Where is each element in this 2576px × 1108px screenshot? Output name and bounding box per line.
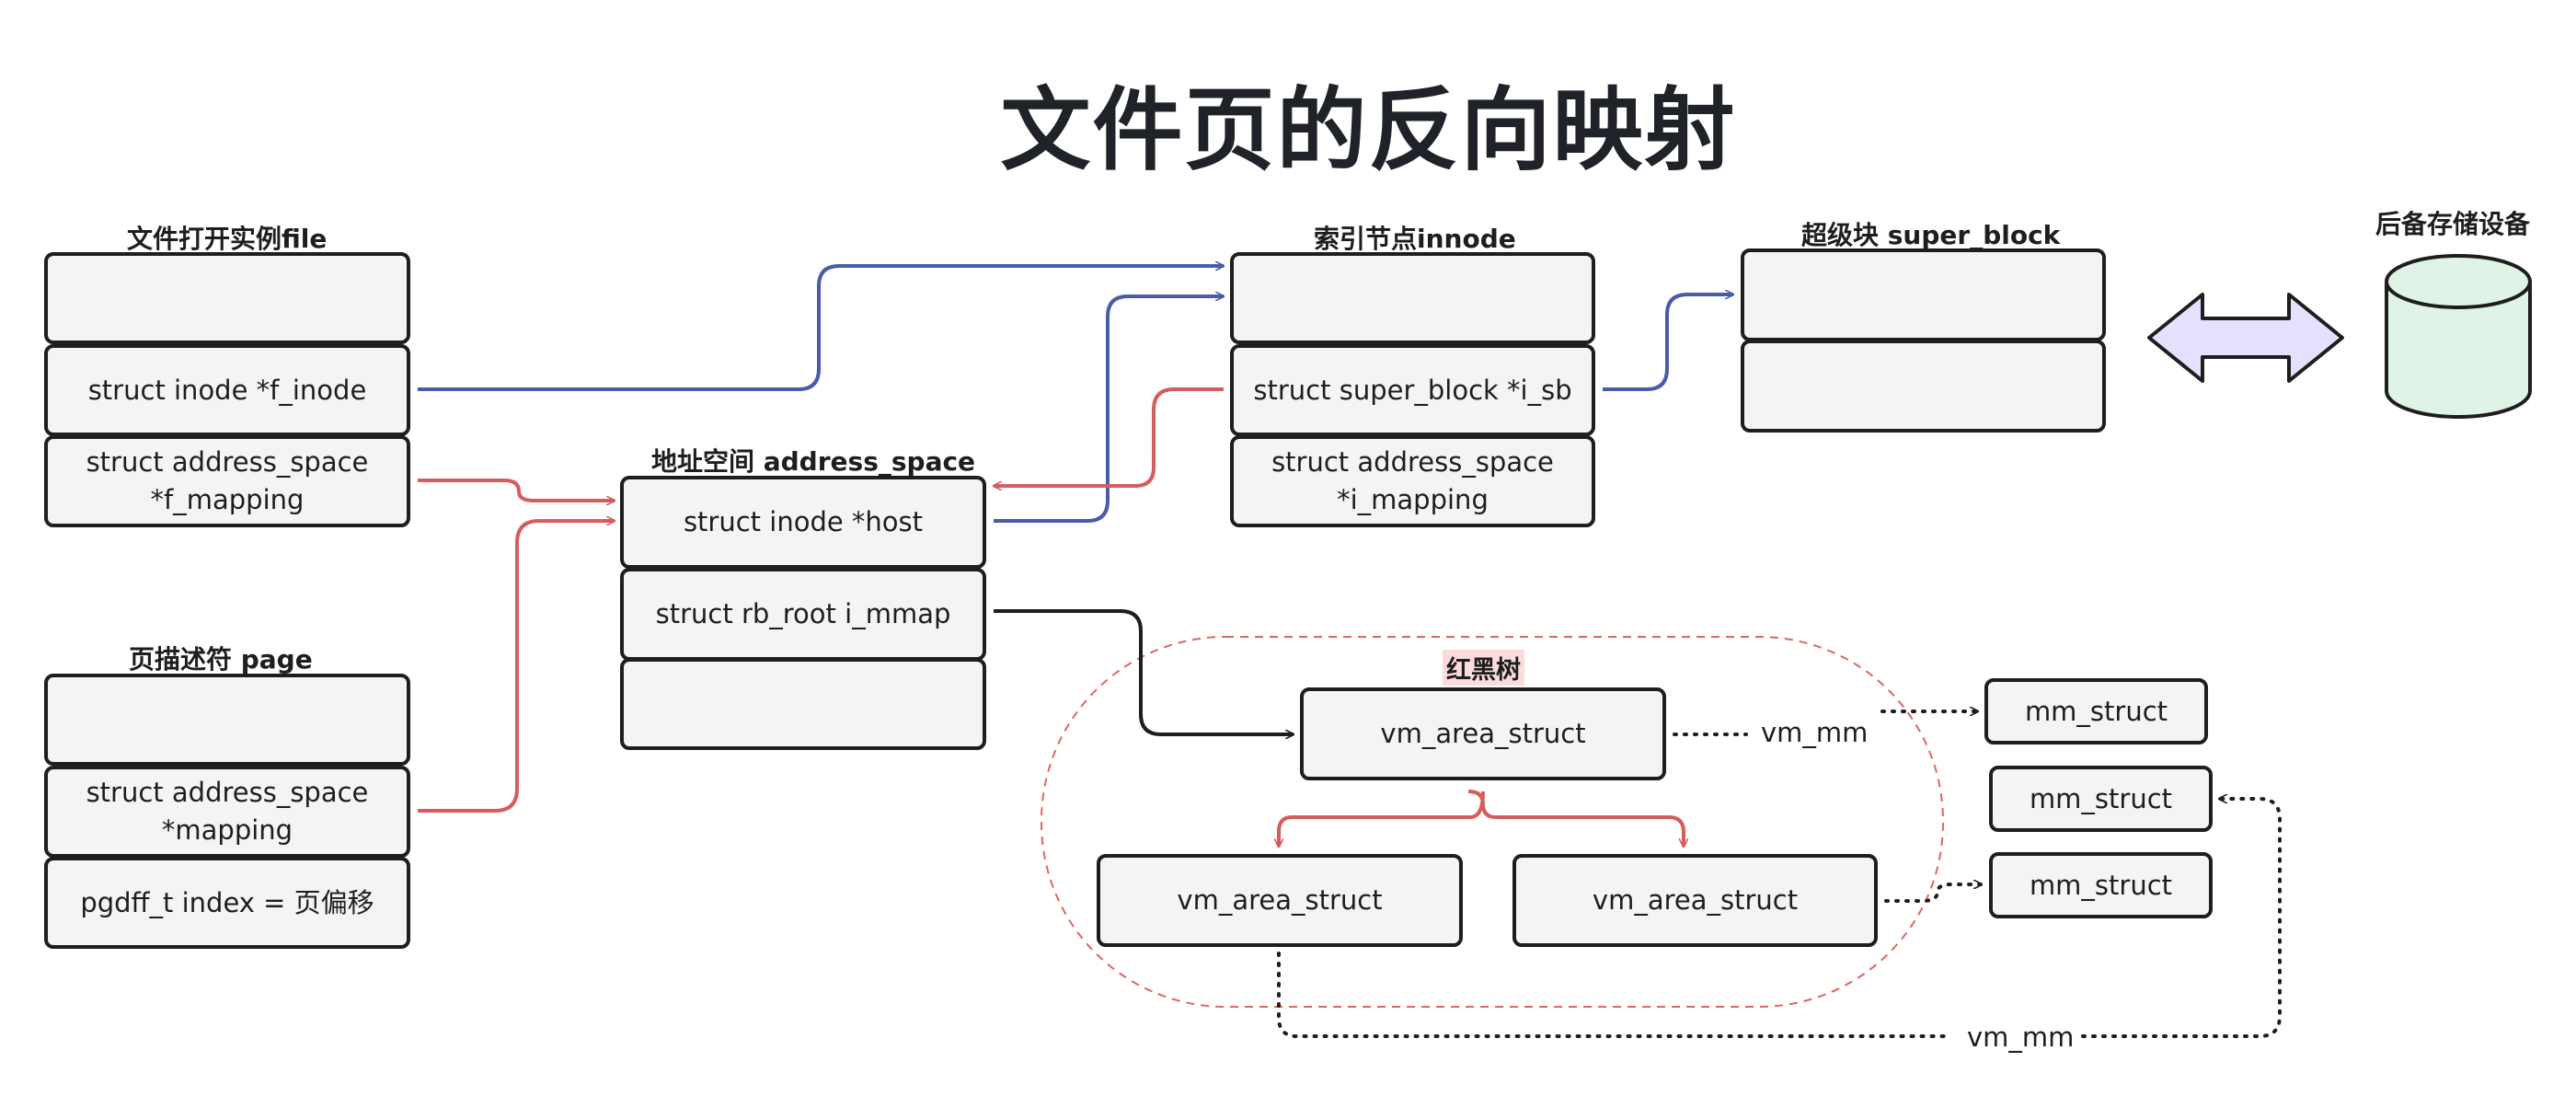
storage-cylinder-icon <box>2385 254 2532 419</box>
link-left-vm-mm <box>1277 952 1952 1038</box>
storage-heading: 后备存储设备 <box>2375 209 2531 239</box>
vm-area-root: vm_area_struct <box>1300 687 1666 780</box>
file-field-f-inode: struct inode *f_inode <box>44 344 410 436</box>
file-heading: 文件打开实例file <box>127 224 328 254</box>
link-left-vm-mm-arrow <box>2081 799 2282 1038</box>
link-page-mapping-to-address-space <box>418 521 615 813</box>
inode-heading: 索引节点innode <box>1314 224 1516 254</box>
link-f-mapping-to-address-space <box>418 479 615 501</box>
page-field-empty <box>44 674 410 766</box>
file-field-f-mapping: struct address_space *f_mapping <box>44 435 410 527</box>
vm-mm-label-top: vm_mm <box>1755 717 1874 748</box>
address-space-heading: 地址空间 address_space <box>651 446 976 477</box>
page-title: 文件页的反向映射 <box>1000 78 1737 183</box>
inode-field-i-mapping: struct address_space *i_mapping <box>1230 435 1595 527</box>
rb-tree-label: 红黑树 <box>1443 650 1524 686</box>
vm-area-left: vm_area_struct <box>1097 854 1463 947</box>
vm-mm-label-bottom: vm_mm <box>1961 1021 2080 1053</box>
link-i-sb-to-super-block <box>1603 294 1733 391</box>
link-i-mmap-to-vm-area <box>994 609 1294 734</box>
inode-field-empty <box>1230 252 1595 344</box>
inode-field-i-sb: struct super_block *i_sb <box>1230 344 1595 436</box>
link-right-vm-mm <box>1884 884 1984 903</box>
tree-branch-brace <box>1467 790 1684 847</box>
page-heading: 页描述符 page <box>129 644 313 675</box>
link-f-inode-to-inode <box>418 266 1224 391</box>
super-block-field-1 <box>1741 248 2106 341</box>
page-field-index: pgdff_t index = 页偏移 <box>44 857 410 949</box>
file-field-empty <box>44 252 410 344</box>
tree-branch-left <box>1279 791 1485 847</box>
link-i-mapping-to-address-space <box>994 387 1224 486</box>
vm-area-right: vm_area_struct <box>1512 854 1878 947</box>
rb-tree-region <box>1041 636 1944 1008</box>
mm-struct-1: mm_struct <box>1984 678 2208 744</box>
address-space-field-host: struct inode *host <box>620 476 986 569</box>
mm-struct-3: mm_struct <box>1989 852 2213 918</box>
mm-struct-2: mm_struct <box>1989 766 2213 832</box>
double-arrow-icon <box>2147 293 2344 383</box>
super-block-field-2 <box>1741 340 2106 433</box>
link-host-to-inode <box>994 296 1224 523</box>
super-block-heading: 超级块 super_block <box>1801 220 2061 250</box>
address-space-field-empty <box>620 658 986 750</box>
page-field-mapping: struct address_space *mapping <box>44 766 410 858</box>
